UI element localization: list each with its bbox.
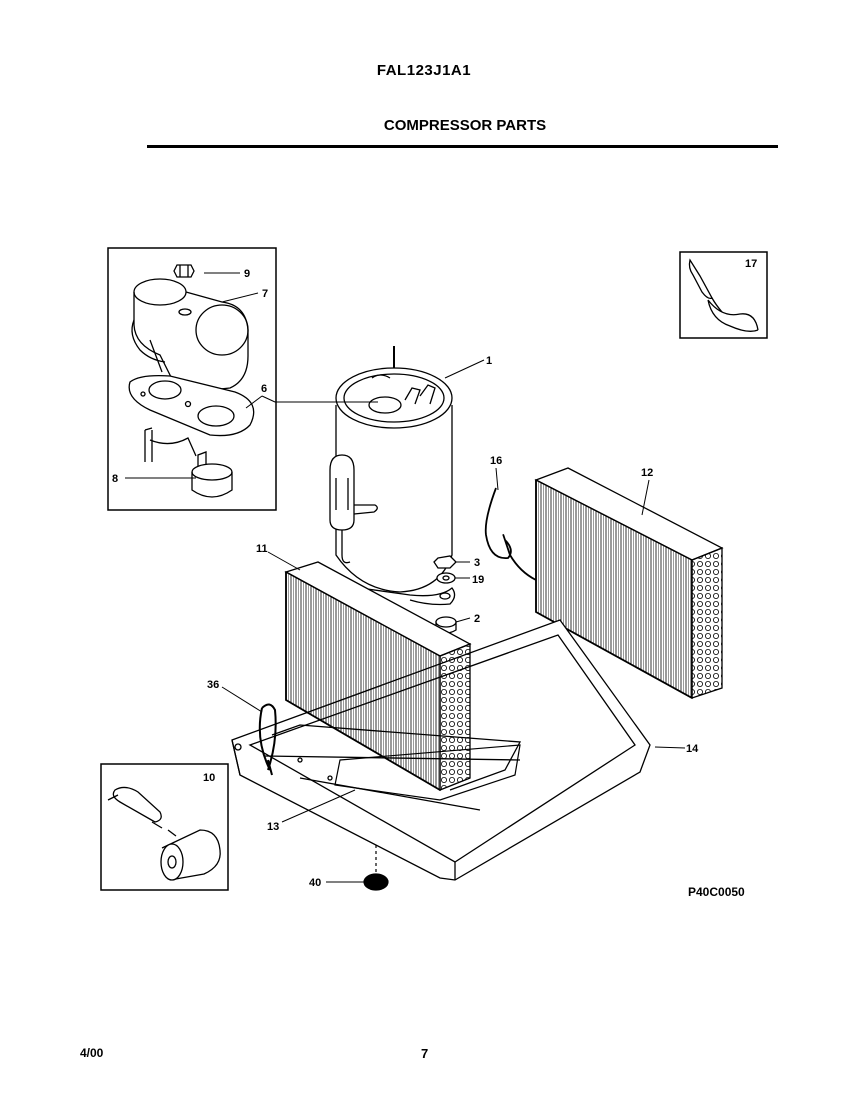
callout-16: 16	[490, 455, 502, 467]
model-number: FAL123J1A1	[376, 62, 472, 79]
overload-parts-inset	[107, 247, 277, 511]
callout-12: 12	[641, 467, 653, 479]
callout-17: 17	[745, 258, 757, 270]
callout-numbers: 9 7 6 8 1 3 19 2 11 12 16 17 14 36 13 10…	[112, 258, 757, 889]
leader-lines	[125, 272, 686, 883]
evaporator-coil-part	[284, 561, 472, 792]
capillary-tube-inset	[679, 251, 768, 339]
revision-date: 4/00	[80, 1046, 104, 1060]
callout-36: 36	[207, 679, 219, 691]
compressor-part	[329, 346, 456, 606]
section-title: COMPRESSOR PARTS	[383, 117, 547, 134]
callout-2: 2	[474, 613, 480, 625]
title-rule	[147, 145, 778, 148]
condenser-coil-part	[534, 467, 724, 700]
terminal-cover-part	[131, 278, 249, 391]
callout-10: 10	[203, 772, 215, 784]
sensor-clip-part	[258, 703, 277, 776]
capacitor-inset	[100, 763, 229, 891]
callout-6: 6	[261, 383, 267, 395]
callout-7: 7	[262, 288, 268, 300]
callout-14: 14	[686, 743, 699, 755]
callout-13: 13	[267, 821, 279, 833]
capacitor-strap-part	[107, 786, 163, 829]
drain-bracket-part	[334, 744, 521, 801]
callout-11: 11	[256, 543, 268, 555]
drawing-code: P40C0050	[688, 885, 745, 899]
callout-1: 1	[486, 355, 492, 367]
callout-9: 9	[244, 268, 250, 280]
mounting-hardware	[433, 555, 457, 634]
capillary-tube-part	[484, 487, 537, 581]
callout-8: 8	[112, 473, 118, 485]
gasket-part	[128, 374, 255, 437]
capacitor-part	[160, 829, 221, 881]
overload-protector-part	[144, 427, 233, 498]
callout-3: 3	[474, 557, 480, 569]
callout-19: 19	[472, 574, 484, 586]
page-number: 7	[421, 1046, 429, 1061]
callout-40: 40	[309, 877, 321, 889]
nut-part	[173, 264, 195, 278]
base-grommet-part	[363, 845, 389, 891]
